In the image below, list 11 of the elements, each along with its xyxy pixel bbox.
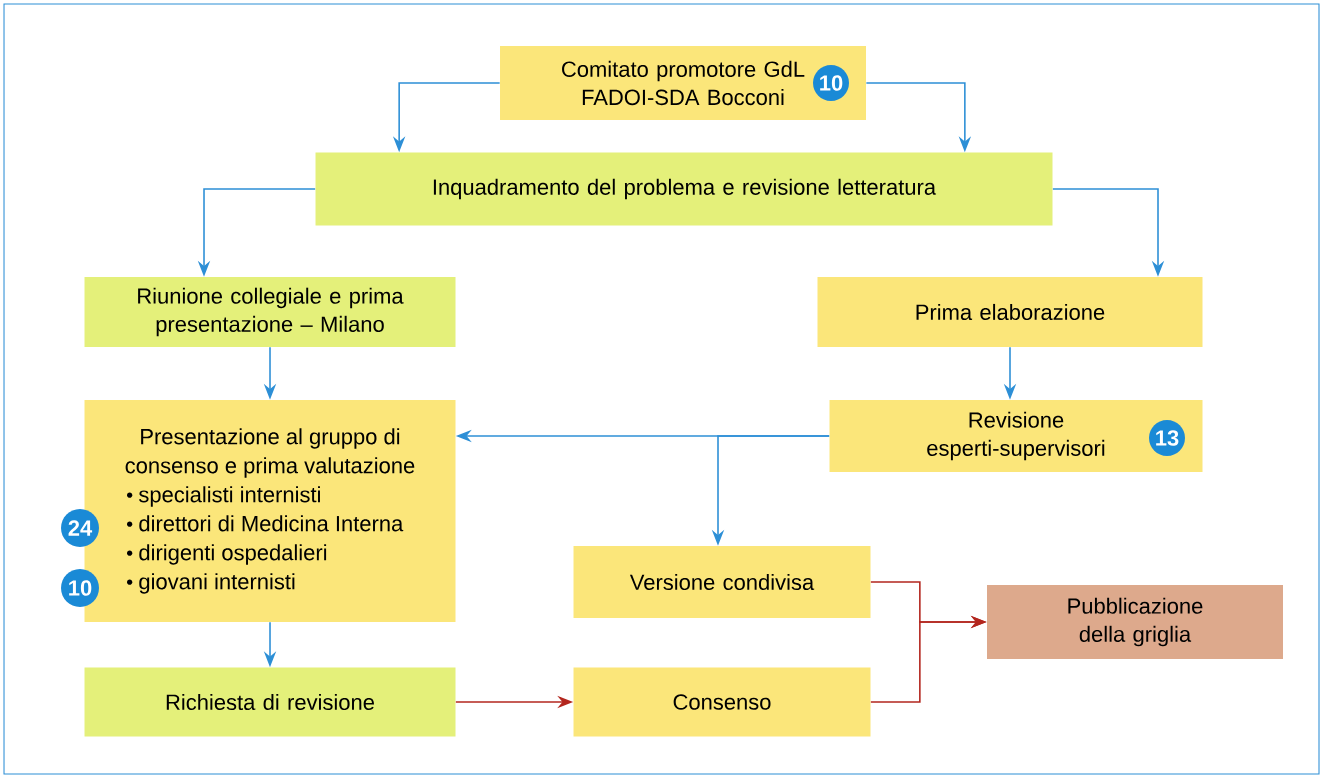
process-box: Richiesta di revisione <box>84 667 456 737</box>
process-box: Consenso <box>573 667 871 737</box>
number-badge: 10 <box>813 65 849 101</box>
number-badge: 10 <box>61 569 99 607</box>
number-badge: 13 <box>1149 420 1185 456</box>
process-box: Riunione collegiale e prima presentazione – Milano <box>84 277 456 347</box>
process-box: Pubblicazione della griglia <box>987 585 1283 659</box>
number-badge: 24 <box>61 509 99 547</box>
process-box: Prima elaborazione <box>817 277 1203 347</box>
process-box: Versione condivisa <box>573 546 871 618</box>
process-box: Inquadramento del problema e revisione letteratura <box>315 152 1053 226</box>
